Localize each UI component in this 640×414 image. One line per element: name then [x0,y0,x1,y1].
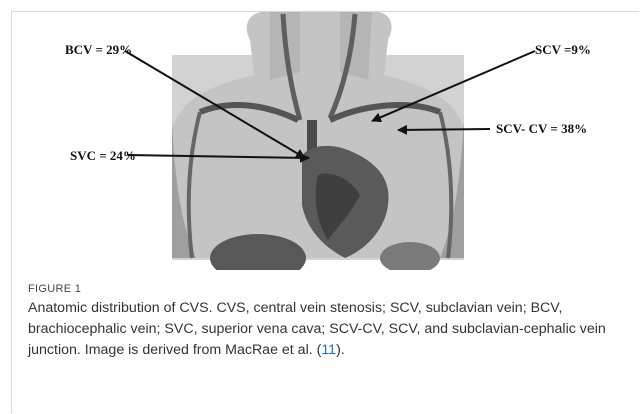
reference-link[interactable]: 11 [321,342,336,358]
caption-end: ). [336,342,345,358]
scv-label: SCV =9% [535,42,591,57]
torso-image [172,12,464,270]
anatomy-figure: BCV = 29% SCV =9% SCV- CV = 38% SVC = 24… [0,0,640,270]
figure-caption: Anatomic distribution of CVS. CVS, centr… [28,298,628,361]
figure-number: FIGURE 1 [28,283,81,295]
bcv-label: BCV = 29% [65,42,132,57]
scv-cv-label: SCV- CV = 38% [496,121,587,136]
svc-label: SVC = 24% [70,148,136,163]
caption-body: Anatomic distribution of CVS. CVS, centr… [28,300,606,358]
anatomy-illustration: BCV = 29% SCV =9% SCV- CV = 38% SVC = 24… [0,0,640,270]
